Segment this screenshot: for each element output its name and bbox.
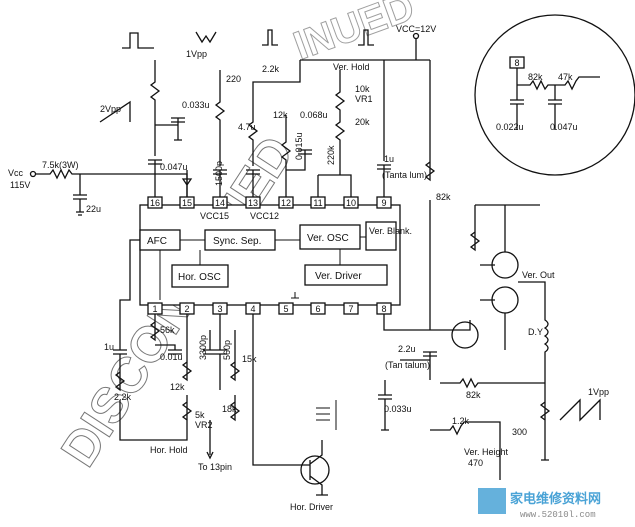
logo-url: www.52010l.com [520,510,596,520]
block-hor-osc-label: Hor. OSC [178,272,221,283]
block-afc-label: AFC [147,236,167,247]
r-1k2-label: 1.2k [452,416,470,426]
vr1-label: VR1 [355,94,373,104]
ic-vcc15-label: VCC15 [200,211,229,221]
ic-vcc12-label: VCC12 [250,211,279,221]
c-3300p-label: 3300p [198,335,208,360]
pin-12: 12 [281,198,291,208]
to-13pin-label: To 13pin [198,462,232,472]
pin-8: 8 [381,304,386,314]
logo-site-name: 家电维修资料网 [510,491,601,506]
pin-3: 3 [217,304,222,314]
r-series-label: 7.5k(3W) [42,160,79,170]
ic-body [139,204,401,306]
pin-16: 16 [150,198,160,208]
r-82k-b-label: 82k [466,390,481,400]
vr-300-label: 300 [512,427,527,437]
r-220-label: 220 [226,74,241,84]
ins-c-0022u-label: 0.022u [496,122,524,132]
wave-2vpp-label: 2Vpp [100,104,121,114]
c-0068u-label: 0.068u [300,110,328,120]
block-ver-driver [304,264,388,286]
r-15k-label: 15k [242,354,257,364]
r-10k-vr1-label: 10k [355,84,370,94]
waveform-ramp-left [99,100,131,123]
inset-pin-label: 8 [514,58,519,68]
c-001u-label: 0.01u [160,352,183,362]
wave-1vpp-top-label: 1Vpp [186,49,207,59]
block-ver-osc [299,224,361,250]
r-12k-bot-label: 12k [170,382,185,392]
block-sync-sep-label: Sync. Sep. [213,236,261,247]
transistor-q3 [491,286,519,314]
c-22u-tant-label: 2.2u [398,344,416,354]
r-12k-top-label: 12k [273,110,288,120]
pin-4: 4 [250,304,255,314]
c-1500p-label: 1500p [214,161,224,186]
site-logo: 家电维修资料网 www.52010l.com [478,488,601,520]
block-ver-blank [365,221,397,251]
waveform-pulse-1 [122,32,154,49]
pin-5: 5 [283,304,288,314]
tant2-note-label: (Tan talum) [385,360,430,370]
vr-5k-label: 5k [195,410,205,420]
c-bulk-label: 22u [86,204,101,214]
c-1u-left-label: 1u [104,342,114,352]
r-20k-label: 20k [355,117,370,127]
c-1u-tant-label: 1u [384,154,394,164]
pin-11: 11 [313,198,322,208]
inset-circle [474,14,635,176]
block-ver-osc-label: Ver. OSC [307,233,349,244]
wave-out-1vpp-label: 1Vpp [588,387,609,397]
c-0015u-label: 0.015u [294,132,304,160]
pin-14: 14 [215,198,225,208]
transistor-q2 [491,251,519,279]
pin-2: 2 [184,304,189,314]
ver-height-label: Ver. Height [464,447,509,457]
ins-r-82k-label: 82k [528,72,543,82]
waveform-pulse-2 [195,31,217,44]
hor-driver-label: Hor. Driver [290,502,333,512]
c-0033u-b-label: 0.033u [384,404,412,414]
c-4u7-label: 4.7u [238,122,256,132]
r-470-label: 470 [468,458,483,468]
r-2k2-left-label: 2.2k [114,392,132,402]
pin-15: 15 [182,198,192,208]
block-ver-driver-label: Ver. Driver [315,271,362,282]
ins-c-047u-label: 0.047u [550,122,578,132]
c-0033u-label: 0.033u [182,100,210,110]
vr2-label: VR2 [195,420,213,430]
pin-13: 13 [248,198,258,208]
pin-6: 6 [315,304,320,314]
c-047u-label: 0.047u [160,162,188,172]
transistor-q1 [451,321,479,349]
vcc-in-volt: 115V [10,180,30,190]
ver-out-label: Ver. Out [522,270,555,280]
pin-10: 10 [346,198,356,208]
hor-hold-label: Hor. Hold [150,445,188,455]
watermark-top-text: INUED [288,0,420,68]
logo-mark-icon [478,488,506,514]
r-220k-label: 220k [326,145,336,165]
ins-r-47k-label: 47k [558,72,573,82]
pin-1: 1 [152,304,157,314]
r-18k-label: 18k [222,404,237,414]
dy-label: D.Y [528,327,543,337]
vcc-right-label: VCC=12V [396,24,436,34]
r-82k-right-label: 82k [436,192,451,202]
c-560p-label: 560p [222,340,232,360]
waveform-pulse-3 [262,29,278,46]
r-56k-label: 56k [160,325,175,335]
waveform-ramp-out [559,398,601,422]
ver-hold-label: Ver. Hold [333,62,370,72]
pin-7: 7 [348,304,353,314]
vcc-in-label: Vcc [8,168,24,178]
tant-note-label: (Tanta lum) [382,170,427,180]
hor-driver-transistor [300,455,330,485]
r-2k2-top-label: 2.2k [262,64,280,74]
block-ver-blank-label: Ver. Blank. [369,226,412,236]
waveform-pulse-4 [358,29,374,46]
pin-9: 9 [381,198,386,208]
